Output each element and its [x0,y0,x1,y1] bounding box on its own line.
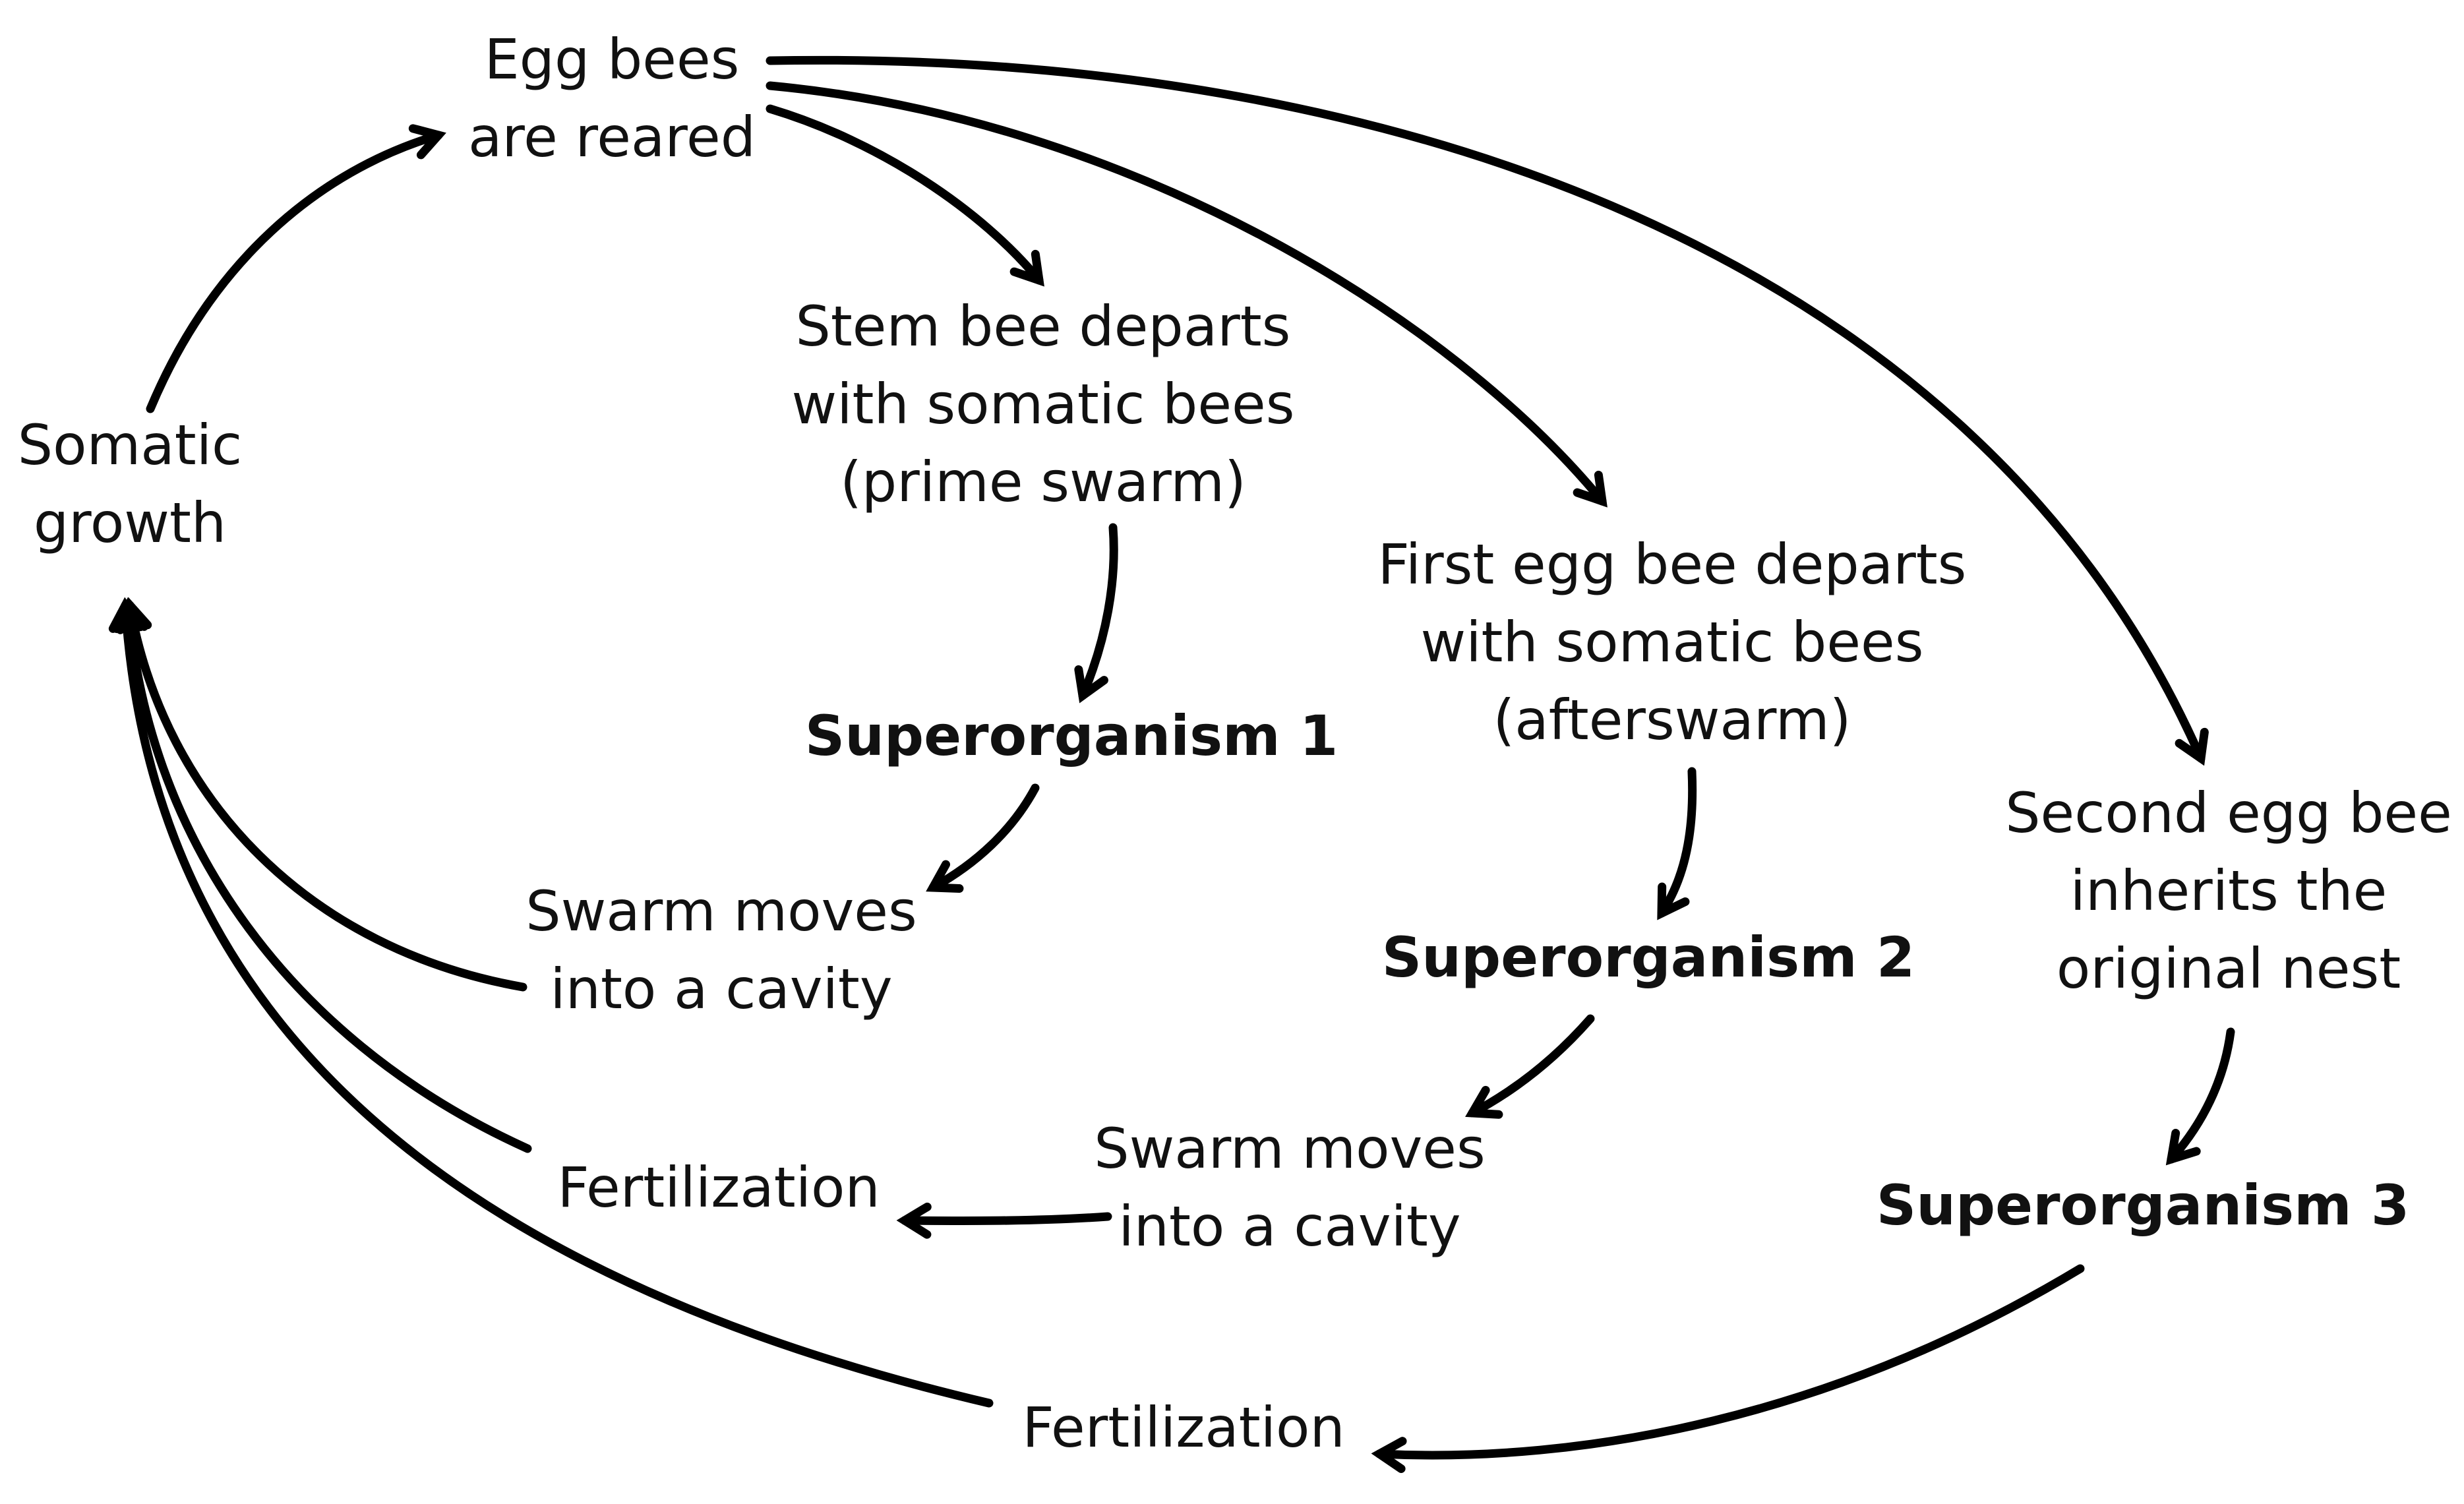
arrow-line [1468,1014,1595,1118]
arrow-superorganism-2-to-swarm-moves-2 [1465,1014,1595,1119]
node-line: (prime swarm) [840,450,1246,514]
arrow-line [1078,523,1118,700]
node-swarm-moves-into-cavity-1: Swarm moves into a cavity [526,872,916,1028]
arrow-head [1371,1437,1407,1473]
node-line: Fertilization [557,1155,880,1220]
arrow-head [1657,882,1690,920]
node-line: Swarm moves [526,879,917,944]
node-superorganism-3: Superorganism 3 [1877,1166,2410,1244]
node-fertilization-1: Fertilization [557,1149,880,1226]
arrow-superorganism-1-to-swarm-moves-1 [926,783,1040,893]
node-line: (afterswarm) [1493,688,1851,752]
arrow-line [1657,767,1697,918]
arrow-egg-bees-reared-to-first-egg-bee-departs [766,81,1608,508]
arrow-somatic-growth-to-egg-bees-reared [146,124,446,413]
arrow-second-egg-bee-inherits-to-superorganism-3 [2165,1027,2235,1166]
node-line: Swarm moves [1094,1116,1486,1181]
arrow-superorganism-3-to-fertilization-2 [1371,1264,2085,1473]
arrow-head [1074,665,1108,704]
node-superorganism-2: Superorganism 2 [1382,918,1915,996]
arrow-egg-bees-reared-to-second-egg-bee-inherits [766,55,2209,766]
arrow-swarm-moves-1-to-somatic-growth [116,597,527,992]
arrow-line [121,601,994,1408]
arrow-line [124,601,532,1153]
arrow-line [900,1212,1112,1225]
arrow-head [2165,1129,2201,1166]
arrow-head [1009,249,1044,287]
node-stem-bee-departs: Stem bee departs with somatic bees (prim… [792,287,1295,521]
arrow-stem-bee-departs-to-superorganism-1 [1074,523,1118,704]
node-line: are reared [467,105,756,169]
arrow-head [2175,727,2209,766]
node-swarm-moves-into-cavity-2: Swarm moves into a cavity [1094,1110,1485,1265]
node-egg-bees-reared: Egg bees are reared [468,20,756,176]
arrow-head [1465,1085,1503,1119]
node-line: into a cavity [550,957,893,1021]
arrow-head [408,124,446,160]
node-line: with somatic bees [791,372,1295,436]
arrow-line [146,131,443,413]
arrow-line [766,81,1607,506]
node-line: Somatic [17,413,243,477]
node-fertilization-2: Fertilization [1022,1389,1344,1466]
arrow-first-egg-bee-departs-to-superorganism-2 [1657,767,1697,920]
arrow-swarm-moves-2-to-fertilization-1 [896,1202,1112,1239]
arrow-head [108,597,145,633]
node-line: growth [33,491,227,555]
arrow-line [2167,1027,2235,1164]
node-line: Superorganism 3 [1876,1173,2410,1238]
arrow-head [1573,470,1608,508]
node-line: Superorganism 2 [1381,925,1915,990]
arrow-line [1375,1264,2085,1460]
arrow-fertilization-2-to-somatic-growth [108,597,994,1408]
arrow-egg-bees-reared-to-stem-bee-departs [766,104,1044,287]
arrow-head [896,1202,932,1239]
node-superorganism-1: Superorganism 1 [805,697,1338,775]
node-somatic-growth: Somatic growth [18,406,242,562]
node-line: Egg bees [484,27,740,92]
node-first-egg-bee-departs: First egg bee departs with somatic bees … [1378,526,1967,759]
node-line: inherits the [2070,858,2388,923]
node-line: Second egg bee [2005,781,2452,845]
arrow-line [125,601,527,992]
node-line: Superorganism 1 [804,704,1338,768]
arrow-line [766,55,2206,763]
node-line: with somatic bees [1420,610,1924,675]
arrow-head [926,860,964,893]
node-line: into a cavity [1118,1194,1461,1259]
node-line: Stem bee departs [795,294,1291,359]
node-second-egg-bee-inherits-nest: Second egg bee inherits the original nes… [2005,774,2452,1008]
node-line: Fertilization [1022,1395,1345,1460]
node-line: First egg bee departs [1377,532,1967,597]
arrow-line [766,104,1044,285]
node-line: original nest [2056,936,2401,1001]
arrow-line [928,783,1040,892]
